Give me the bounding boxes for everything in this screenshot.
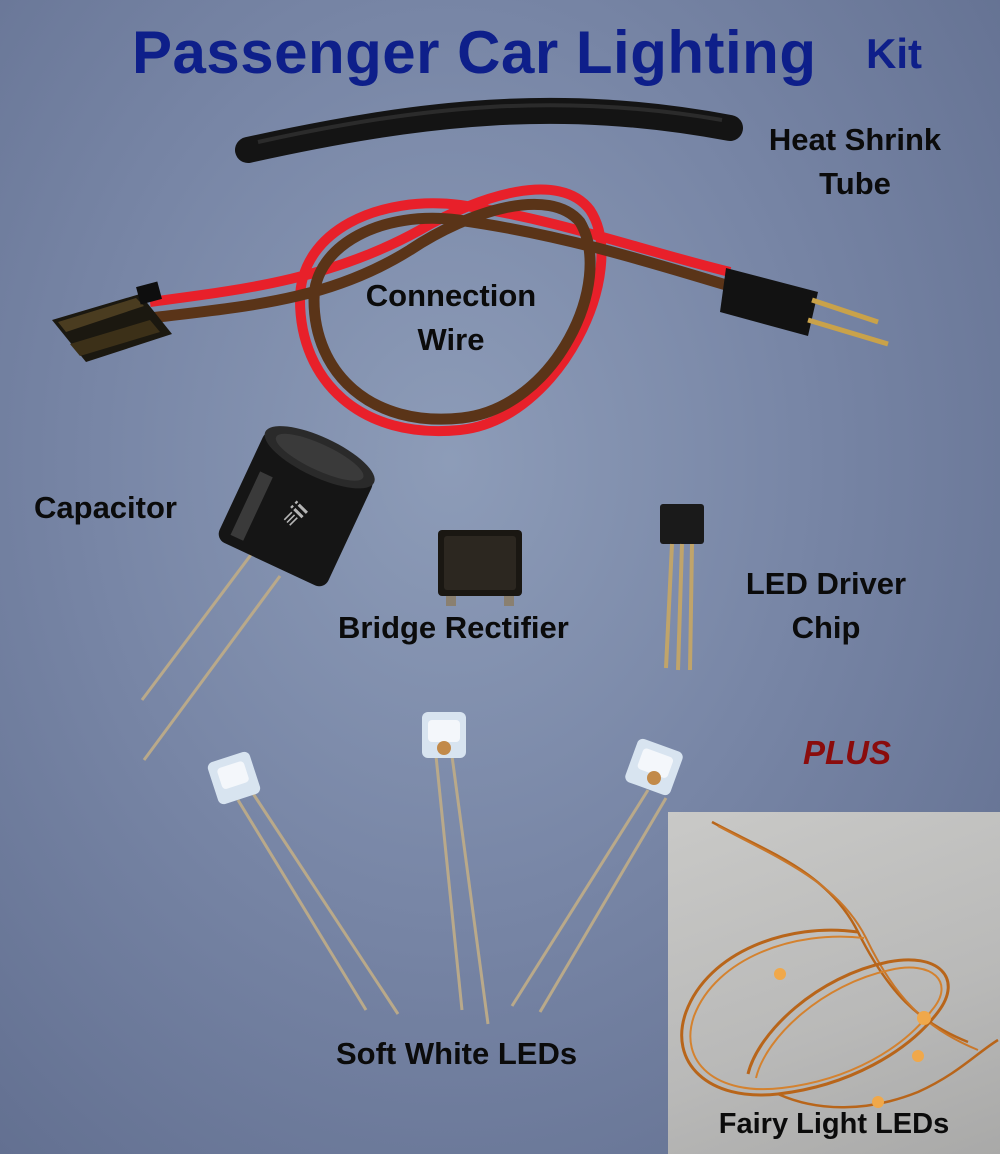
fairy-light-leds	[680, 820, 999, 1109]
led-driver-chip	[660, 504, 704, 671]
led-driver-label: LED Driver Chip	[728, 562, 924, 650]
plus-label: PLUS	[803, 734, 892, 771]
page-title: Passenger Car Lighting	[132, 19, 817, 86]
fairy-light-leds-label: Fairy Light LEDs	[718, 1108, 950, 1140]
capacitor: ≡ii	[140, 426, 375, 761]
bridge-rectifier-label: Bridge Rectifier	[338, 610, 569, 645]
heat-shrink-label-line-1: Heat Shrink	[768, 122, 942, 157]
led-driver-label-line-2: Chip	[791, 610, 861, 645]
page-title-suffix: Kit	[866, 30, 922, 77]
capacitor-label: Capacitor	[34, 490, 177, 525]
fairy-light-inset: Fairy Light LEDs	[668, 812, 1000, 1154]
heat-shrink-label: Heat Shrink Tube	[752, 118, 958, 206]
heat-shrink-tube	[235, 97, 743, 163]
heat-shrink-label-line-2: Tube	[819, 166, 891, 201]
soft-white-led-2	[422, 712, 490, 1025]
bridge-rectifier	[438, 530, 522, 606]
led-driver-label-line-1: LED Driver	[745, 566, 907, 601]
connection-wire-label-line-1: Connection	[365, 278, 537, 313]
soft-white-led-1	[207, 751, 400, 1015]
connection-wire-label: Connection Wire	[348, 274, 554, 362]
soft-white-leds-label: Soft White LEDs	[336, 1036, 578, 1071]
connection-wire-label-line-2: Wire	[417, 322, 485, 357]
connection-wire	[52, 184, 889, 437]
female-connector	[52, 281, 172, 362]
soft-white-led-3	[510, 738, 683, 1013]
male-connector	[720, 268, 889, 347]
